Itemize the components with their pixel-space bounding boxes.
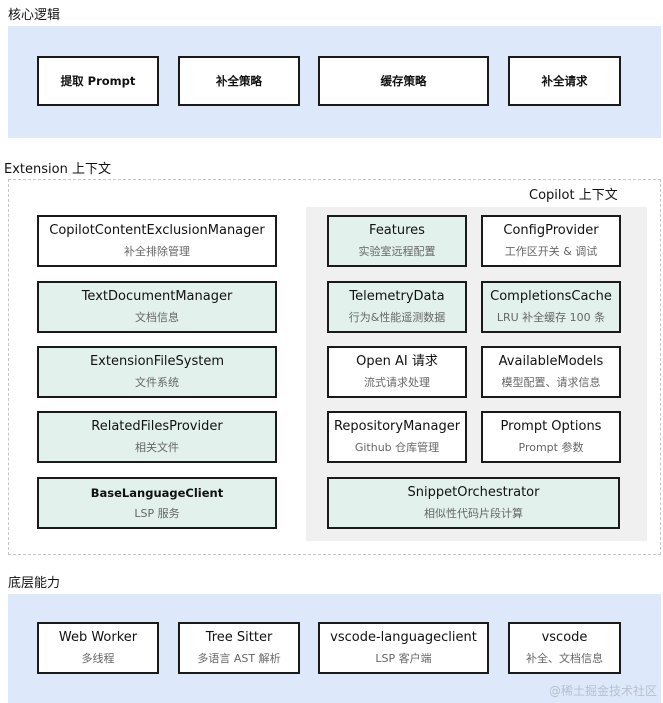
box-title: AvailableModels: [498, 354, 604, 369]
box-title: ConfigProvider: [503, 223, 599, 238]
box-completions-cache: CompletionsCache LRU 补全缓存 100 条: [481, 281, 621, 333]
box-title: ExtensionFileSystem: [89, 354, 225, 369]
box-title: vscode-languageclient: [330, 630, 477, 645]
box-title: Web Worker: [58, 630, 138, 645]
box-subtitle: Prompt 参数: [518, 441, 584, 454]
copilot-context-label: Copilot 上下文: [529, 188, 618, 203]
extension-context-frame: [8, 179, 661, 555]
box-related-files-provider: RelatedFilesProvider 相关文件: [37, 411, 277, 463]
box-openai-request: Open AI 请求 流式请求处理: [327, 346, 467, 398]
box-available-models: AvailableModels 模型配置、请求信息: [481, 346, 621, 398]
box-prompt-options: Prompt Options Prompt 参数: [481, 411, 621, 463]
box-subtitle: 实验室远程配置: [358, 245, 436, 258]
box-subtitle: 多语言 AST 解析: [197, 652, 281, 665]
core-box-completion-request: 补全请求: [508, 56, 621, 106]
box-subtitle: 模型配置、请求信息: [501, 376, 601, 389]
box-title: vscode: [541, 630, 588, 645]
box-subtitle: 相关文件: [135, 441, 179, 454]
box-title: Tree Sitter: [205, 630, 273, 645]
box-title: Prompt Options: [500, 419, 602, 434]
base-capability-label: 底层能力: [8, 576, 61, 591]
box-vscode-languageclient: vscode-languageclient LSP 客户端: [318, 622, 489, 674]
watermark: @稀土掘金技术社区: [548, 684, 657, 698]
core-box-label: 缓存策略: [380, 74, 427, 88]
box-title: Open AI 请求: [356, 354, 438, 369]
box-subtitle: 文件系统: [135, 376, 179, 389]
box-subtitle: 文档信息: [135, 311, 179, 324]
box-title: CompletionsCache: [490, 289, 612, 304]
box-title: BaseLanguageClient: [90, 486, 224, 500]
box-copilot-content-exclusion-manager: CopilotContentExclusionManager 补全排除管理: [37, 215, 277, 267]
box-subtitle: LSP 服务: [134, 507, 180, 520]
box-base-language-client: BaseLanguageClient LSP 服务: [37, 477, 277, 529]
box-subtitle: 补全、文档信息: [526, 652, 603, 665]
box-text-document-manager: TextDocumentManager 文档信息: [37, 281, 277, 333]
box-subtitle: 相似性代码片段计算: [424, 507, 523, 520]
core-box-extract-prompt: 提取 Prompt: [37, 56, 159, 106]
box-title: CopilotContentExclusionManager: [49, 223, 265, 238]
box-title: TelemetryData: [349, 289, 445, 304]
box-subtitle: 行为&性能遥测数据: [348, 311, 446, 324]
box-title: RepositoryManager: [333, 419, 461, 434]
core-box-label: 补全策略: [216, 74, 262, 88]
core-box-completion-strategy: 补全策略: [178, 56, 300, 106]
box-config-provider: ConfigProvider 工作区开关 & 调试: [481, 215, 621, 267]
box-extension-file-system: ExtensionFileSystem 文件系统: [37, 346, 277, 398]
core-logic-label: 核心逻辑: [8, 8, 61, 23]
core-box-cache-strategy: 缓存策略: [318, 56, 489, 106]
box-snippet-orchestrator: SnippetOrchestrator 相似性代码片段计算: [327, 477, 620, 529]
box-subtitle: 工作区开关 & 调试: [504, 245, 598, 258]
box-tree-sitter: Tree Sitter 多语言 AST 解析: [178, 622, 300, 674]
box-web-worker: Web Worker 多线程: [37, 622, 159, 674]
core-box-label: 补全请求: [541, 74, 588, 88]
box-telemetry-data: TelemetryData 行为&性能遥测数据: [327, 281, 467, 333]
box-subtitle: 多线程: [81, 652, 115, 665]
box-vscode: vscode 补全、文档信息: [508, 622, 621, 674]
box-subtitle: 流式请求处理: [364, 376, 430, 389]
box-title: TextDocumentManager: [81, 289, 233, 304]
core-box-label: 提取 Prompt: [60, 74, 136, 88]
box-subtitle: LRU 补全缓存 100 条: [496, 311, 606, 324]
box-subtitle: 补全排除管理: [124, 245, 190, 258]
box-title: Features: [369, 223, 425, 238]
box-subtitle: Github 仓库管理: [354, 441, 440, 454]
box-repository-manager: RepositoryManager Github 仓库管理: [327, 411, 467, 463]
box-subtitle: LSP 客户端: [375, 652, 432, 665]
box-title: SnippetOrchestrator: [407, 485, 540, 500]
box-title: RelatedFilesProvider: [91, 419, 223, 434]
extension-context-label: Extension 上下文: [4, 162, 111, 177]
box-features: Features 实验室远程配置: [327, 215, 467, 267]
